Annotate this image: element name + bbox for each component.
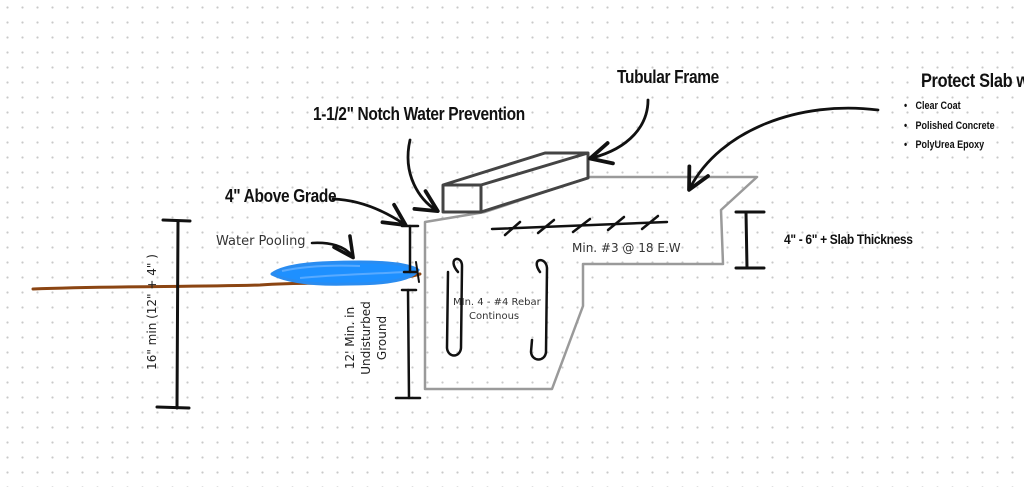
label-water-pooling: Water Pooling — [216, 234, 306, 249]
label-notch: 1-1/2" Notch Water Prevention — [313, 104, 525, 124]
concrete-footing-slab — [423, 175, 759, 391]
protect-item: Polished Concrete — [904, 119, 995, 139]
depth-dimension — [155, 218, 192, 410]
arrow-water-pooling — [310, 234, 355, 260]
label-rebar-bottom-2: Continous — [469, 311, 520, 322]
arrow-notch — [406, 138, 440, 214]
water-ripple — [281, 264, 406, 279]
label-rebar-bottom-1: MIn. 4 - #4 Rebar — [453, 297, 541, 308]
protect-list: Clear Coat Polished Concrete PolyUrea Ep… — [904, 99, 1015, 158]
label-depth-min: 16" min (12" + 4" ) — [145, 254, 159, 370]
arrow-tubular-frame — [588, 98, 650, 166]
label-above-grade: 4" Above Grade — [225, 186, 337, 206]
label-undisturbed-2: Undisturbed — [359, 301, 373, 375]
arrow-protect-slab — [687, 106, 880, 192]
protect-title: Protect Slab w/ — [921, 71, 1024, 92]
top-rebar — [490, 214, 669, 237]
slab-thickness-dimension — [734, 210, 766, 270]
label-undisturbed-3: Ground — [375, 315, 389, 361]
protect-item: Clear Coat — [904, 99, 995, 119]
label-undisturbed-1: 12' Min. in — [343, 306, 357, 370]
arrow-above-grade — [331, 197, 408, 228]
label-rebar-top: Min. #3 @ 18 E.W — [572, 241, 681, 255]
label-tubular-frame: Tubular Frame — [617, 67, 719, 87]
undisturbed-dimension — [394, 288, 422, 400]
label-slab-thickness: 4" - 6" + Slab Thickness — [784, 231, 913, 247]
tubular-frame — [441, 151, 590, 214]
bottom-rebar — [445, 257, 549, 361]
grade-marker — [415, 261, 420, 283]
protect-item: PolyUrea Epoxy — [904, 138, 995, 158]
